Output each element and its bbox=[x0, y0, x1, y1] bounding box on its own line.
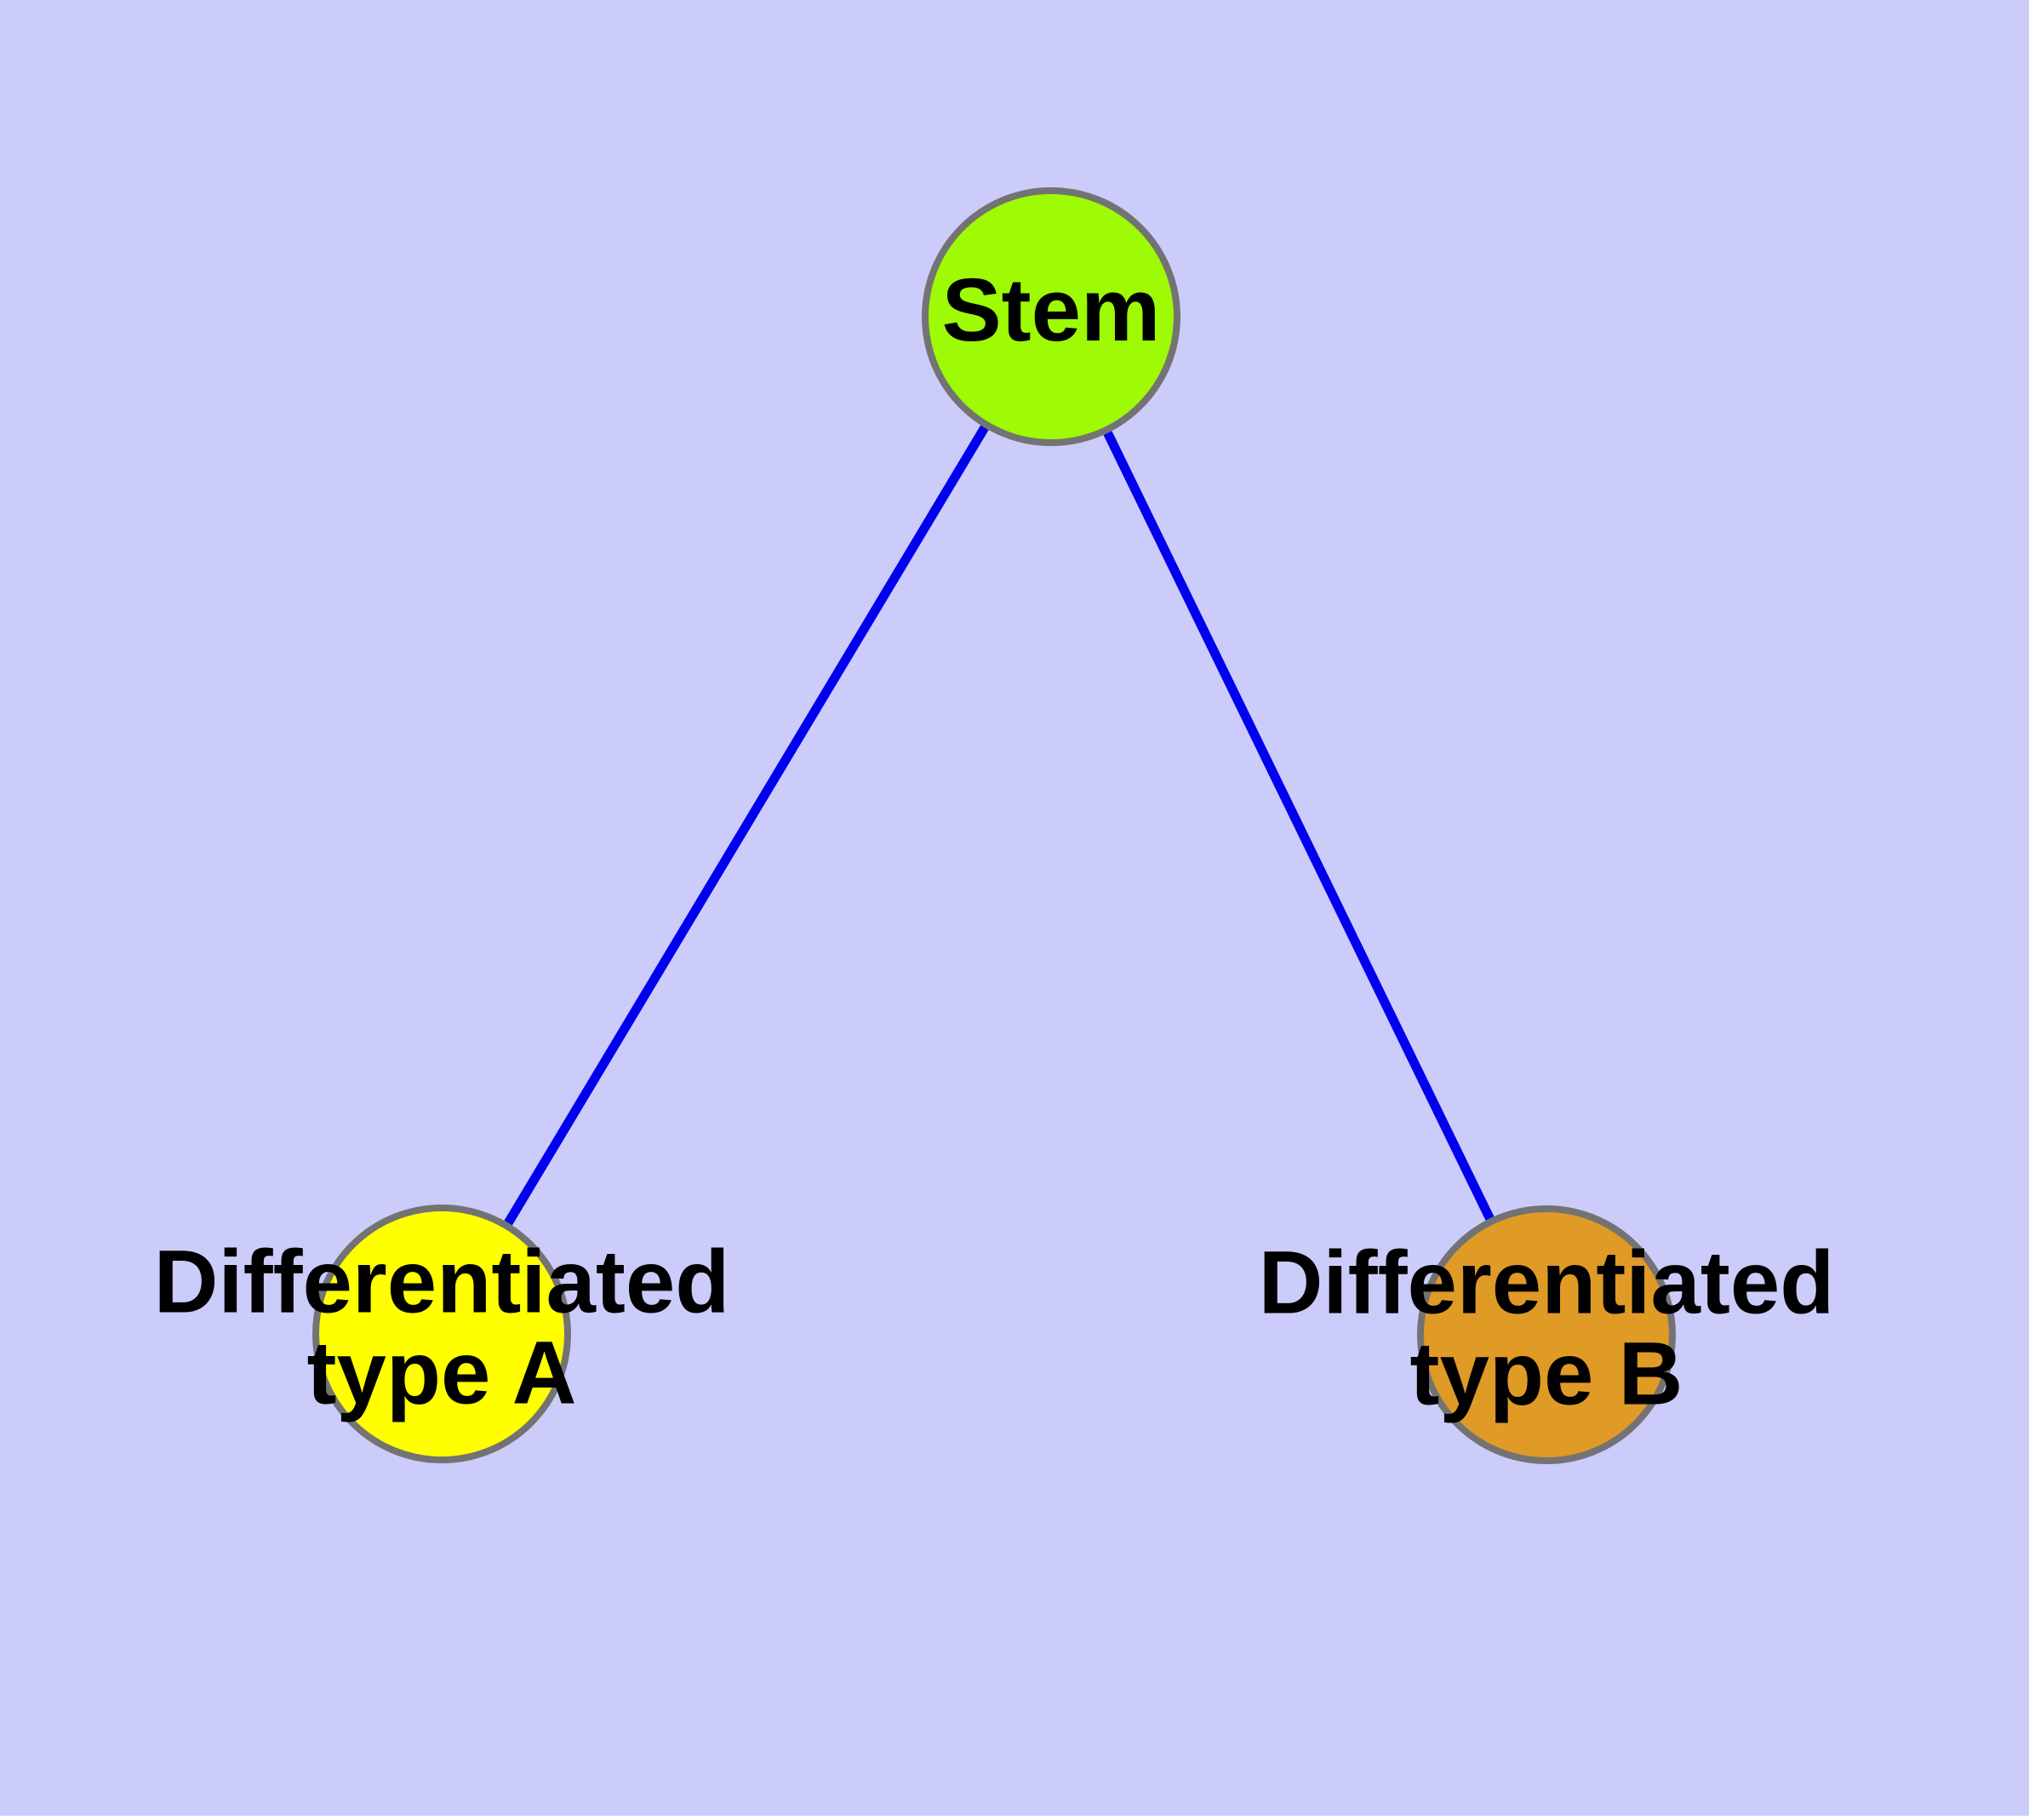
graph-edge-stem-diff_a[interactable] bbox=[504, 425, 989, 1226]
graph-node-stem[interactable] bbox=[922, 187, 1180, 446]
graph-node-label-stem: Stem bbox=[942, 260, 1161, 360]
graph-node-label-line: Differentiated bbox=[1259, 1233, 1835, 1332]
graph-node-diff_a[interactable] bbox=[312, 1205, 571, 1463]
graph-node-label-line: Stem bbox=[942, 260, 1161, 360]
edges-layer bbox=[504, 425, 1495, 1226]
graph-node-label-line: Differentiated bbox=[154, 1232, 730, 1331]
graph-edge-stem-diff_b[interactable] bbox=[1103, 431, 1495, 1221]
graph-node-label-line: type A bbox=[307, 1323, 577, 1422]
nodes-layer bbox=[312, 187, 1676, 1464]
graph-node-diff_b[interactable] bbox=[1417, 1205, 1676, 1464]
graph-node-label-line: type B bbox=[1410, 1324, 1683, 1423]
